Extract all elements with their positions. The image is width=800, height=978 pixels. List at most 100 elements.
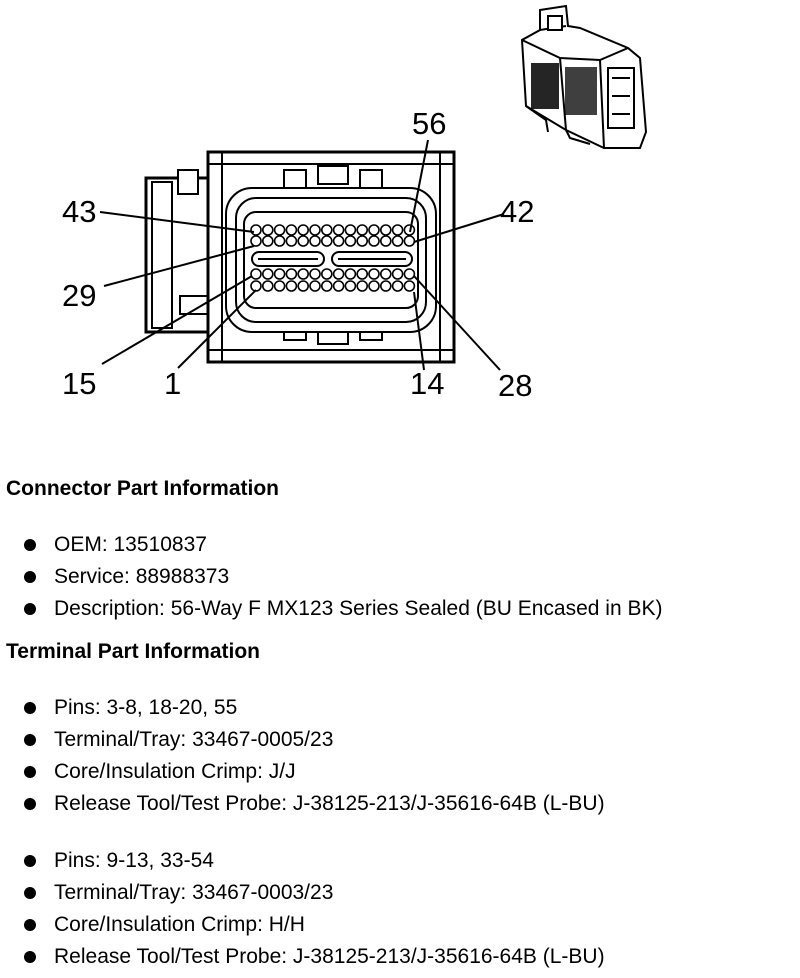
pin-cavity	[391, 224, 404, 236]
info-text: Pins: 9-13, 33-54	[54, 849, 214, 872]
pin-cavity	[332, 280, 345, 292]
pin-label-43: 43	[62, 194, 96, 229]
connector-diagram: 56 43 42 29 15 1 14 28	[62, 4, 648, 403]
pin-cavity	[391, 268, 404, 280]
pin-cavity	[297, 224, 310, 236]
pin-cavity	[391, 235, 404, 247]
pin-cavity	[391, 280, 404, 292]
pin-cavity	[297, 235, 310, 247]
pin-cavity	[356, 280, 369, 292]
bullet-icon	[24, 798, 36, 810]
terminal-info-list-2: Pins: 9-13, 33-54 Terminal/Tray: 33467-0…	[0, 845, 800, 973]
pin-cavity	[403, 235, 416, 247]
bullet-icon	[24, 702, 36, 714]
info-text: Release Tool/Test Probe: J-38125-213/J-3…	[54, 945, 605, 968]
pin-cavity	[344, 280, 357, 292]
pin-cavity	[273, 280, 286, 292]
pin-cavity	[332, 224, 345, 236]
list-item: Service: 88988373	[0, 561, 800, 593]
pin-cavity	[344, 224, 357, 236]
pin-cavity	[368, 224, 380, 236]
pin-cavity	[285, 224, 298, 236]
pin-cavity	[285, 268, 298, 280]
info-text: Terminal/Tray: 33467-0005/23	[54, 728, 334, 751]
info-text: Terminal/Tray: 33467-0003/23	[54, 881, 334, 904]
pin-cavity	[309, 280, 321, 292]
list-item: Terminal/Tray: 33467-0005/23	[0, 724, 800, 756]
pin-cavity	[273, 224, 286, 236]
pin-label-1: 1	[164, 366, 181, 401]
pin-cavity	[309, 268, 321, 280]
pin-cavity	[250, 268, 262, 280]
pin-cavity	[285, 280, 298, 292]
info-text: Core/Insulation Crimp: H/H	[54, 913, 305, 936]
list-item: Terminal/Tray: 33467-0003/23	[0, 877, 800, 909]
pin-label-56: 56	[412, 106, 446, 141]
pin-cavities	[250, 224, 416, 292]
list-item: Core/Insulation Crimp: H/H	[0, 909, 800, 941]
bullet-icon	[24, 766, 36, 778]
pin-label-15: 15	[62, 366, 96, 401]
pin-cavity	[285, 235, 298, 247]
pin-cavity	[309, 224, 321, 236]
pin-cavity	[297, 280, 310, 292]
info-text: Pins: 3-8, 18-20, 55	[54, 696, 238, 719]
list-item: OEM: 13510837	[0, 529, 800, 561]
pin-cavity	[273, 268, 286, 280]
info-text: Release Tool/Test Probe: J-38125-213/J-3…	[54, 792, 605, 815]
pin-cavity	[273, 235, 286, 247]
pin-label-28: 28	[498, 368, 532, 403]
pin-cavity	[368, 268, 380, 280]
bullet-icon	[24, 855, 36, 867]
bullet-icon	[24, 951, 36, 963]
pin-cavity	[332, 268, 345, 280]
pin-cavity	[344, 235, 357, 247]
pin-cavity	[356, 224, 369, 236]
pin-cavity	[320, 235, 333, 247]
info-text: Description: 56-Way F MX123 Series Seale…	[54, 597, 663, 620]
pin-cavity	[332, 235, 345, 247]
pin-cavity	[368, 235, 380, 247]
bullet-icon	[24, 919, 36, 931]
connector-section-title: Connector Part Information	[6, 477, 280, 500]
terminal-info-list-1: Pins: 3-8, 18-20, 55 Terminal/Tray: 3346…	[0, 692, 800, 820]
pin-cavity	[261, 280, 274, 292]
pin-label-29: 29	[62, 278, 96, 313]
connector-isometric-view	[520, 4, 648, 149]
pin-cavity	[356, 235, 369, 247]
pin-cavity	[250, 280, 262, 292]
list-item: Release Tool/Test Probe: J-38125-213/J-3…	[0, 941, 800, 973]
pin-cavity	[250, 224, 262, 236]
pin-cavity	[320, 224, 333, 236]
info-text: OEM: 13510837	[54, 533, 207, 556]
leader-lines	[99, 139, 505, 371]
pin-cavity	[320, 280, 333, 292]
pin-cavity	[250, 235, 262, 247]
pin-cavity	[403, 268, 416, 280]
list-item: Core/Insulation Crimp: J/J	[0, 756, 800, 788]
pin-cavity	[344, 268, 357, 280]
list-item: Release Tool/Test Probe: J-38125-213/J-3…	[0, 788, 800, 820]
pin-cavity	[261, 224, 274, 236]
list-item: Description: 56-Way F MX123 Series Seale…	[0, 593, 800, 625]
bullet-icon	[24, 887, 36, 899]
pin-cavity	[309, 235, 321, 247]
info-text: Service: 88988373	[54, 565, 230, 588]
pin-cavity	[368, 280, 380, 292]
pin-cavity	[261, 235, 274, 247]
pin-label-42: 42	[500, 194, 534, 229]
pin-cavity	[320, 268, 333, 280]
pin-cavity	[379, 280, 392, 292]
terminal-section-title: Terminal Part Information	[6, 640, 260, 663]
pin-cavity	[261, 268, 274, 280]
list-item: Pins: 3-8, 18-20, 55	[0, 692, 800, 724]
pin-cavity	[297, 268, 310, 280]
list-item: Pins: 9-13, 33-54	[0, 845, 800, 877]
bullet-icon	[24, 571, 36, 583]
pin-cavity	[403, 280, 416, 292]
connector-face	[144, 150, 456, 364]
bullet-icon	[24, 539, 36, 551]
pin-cavity	[379, 224, 392, 236]
info-text: Core/Insulation Crimp: J/J	[54, 760, 296, 783]
connector-info-list: OEM: 13510837 Service: 88988373 Descript…	[0, 529, 800, 625]
